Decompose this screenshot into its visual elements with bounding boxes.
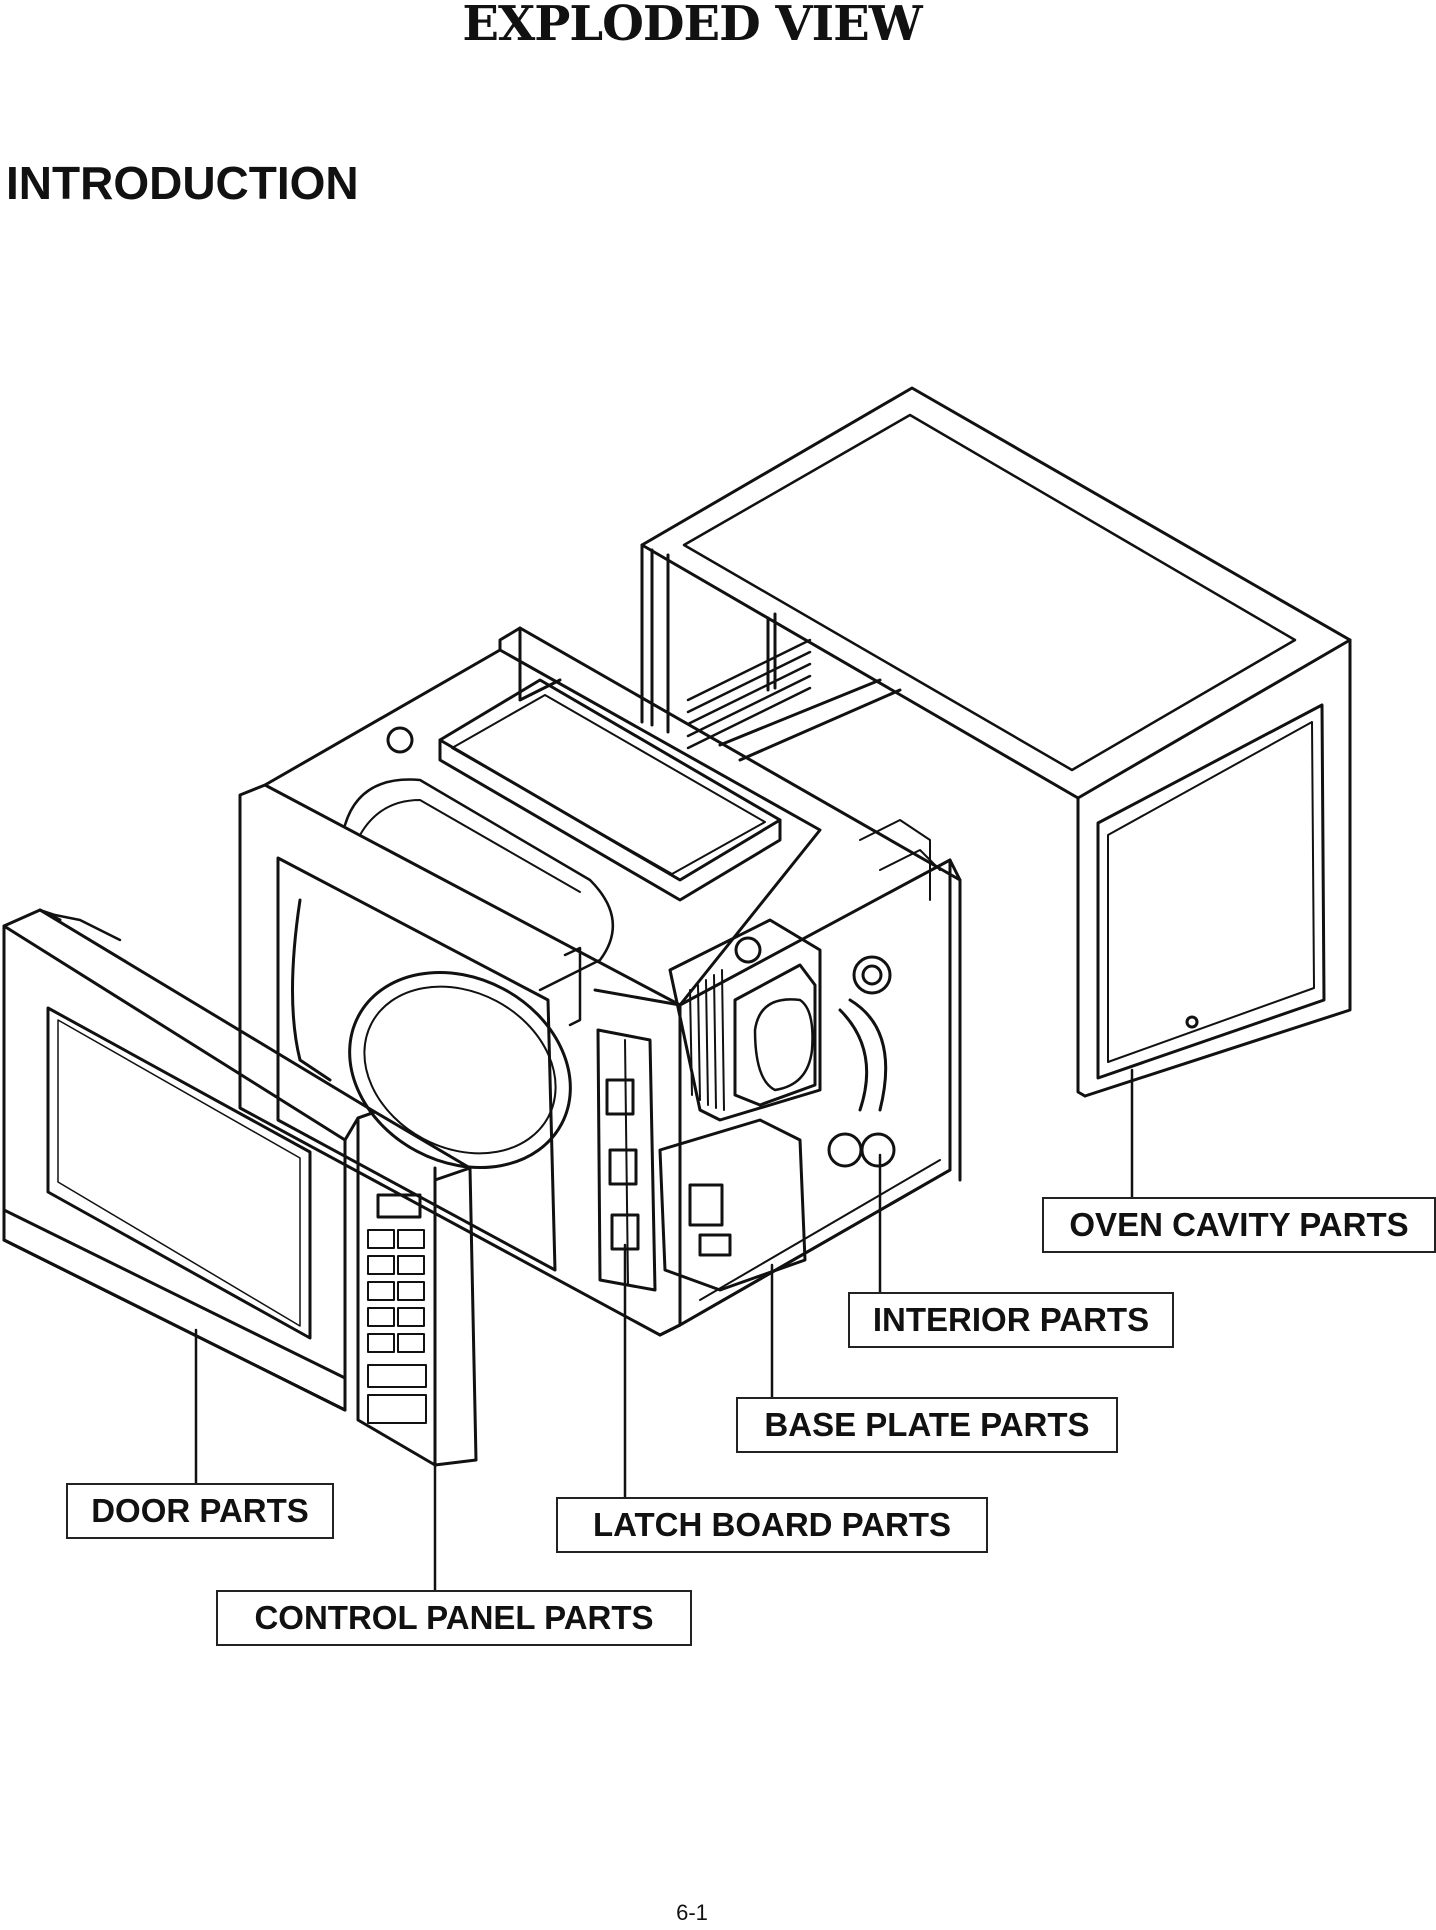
page-number: 6-1 [676,1900,708,1925]
control-panel [356,1110,478,1467]
interior-parts-label: INTERIOR PARTS [848,1292,1174,1348]
oven-cavity-parts-label: OVEN CAVITY PARTS [1042,1197,1436,1253]
latch-board-parts-label: LATCH BOARD PARTS [556,1497,988,1553]
door-parts-label: DOOR PARTS [66,1483,334,1539]
base-plate-parts-label: BASE PLATE PARTS [736,1397,1118,1453]
door [2,908,377,1412]
control-panel-parts-label: CONTROL PANEL PARTS [216,1590,692,1646]
oven-chassis [238,626,962,1337]
callout-leaders [194,1068,1134,1592]
section-title: INTRODUCTION [6,157,359,209]
outer-cabinet [640,386,1352,1098]
page-title: EXPLODED VIEW [462,0,922,52]
